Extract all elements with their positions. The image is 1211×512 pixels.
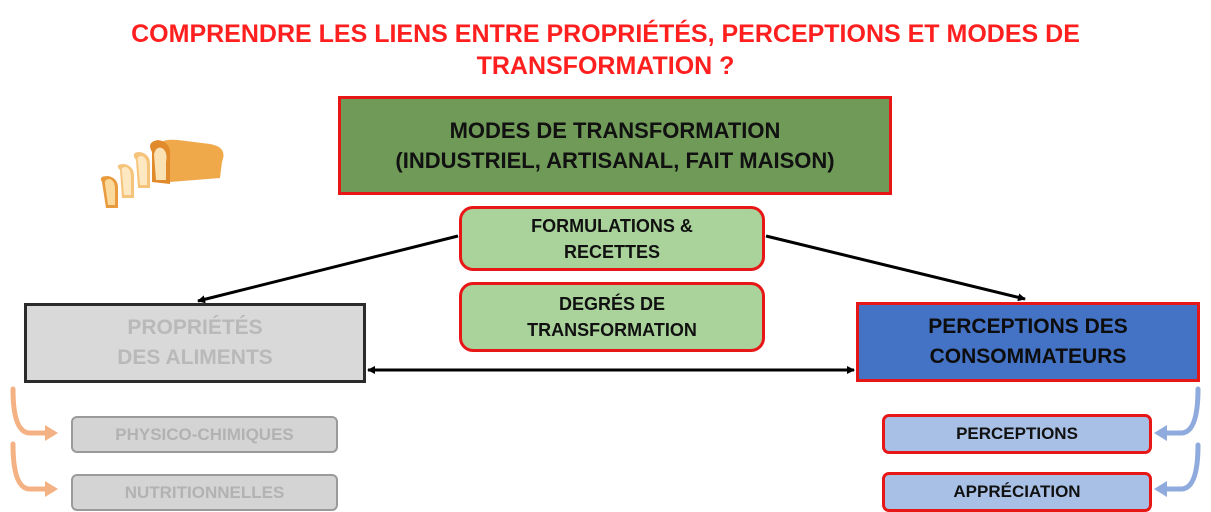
appreciation-label: APPRÉCIATION [953,482,1081,501]
perceptions-label: PERCEPTIONS [956,424,1078,443]
degres-line-2: TRANSFORMATION [527,320,697,340]
modes-de-transformation-box: MODES DE TRANSFORMATION (INDUSTRIEL, ART… [338,96,892,195]
modes-line-2: (INDUSTRIEL, ARTISANAL, FAIT MAISON) [395,147,835,173]
perceptions-des-consommateurs-box: PERCEPTIONS DES CONSOMMATEURS [856,302,1200,382]
physico-chimiques-label: PHYSICO-CHIMIQUES [115,424,294,444]
arrow-modes-to-proprietes [197,234,459,304]
proprietes-line-2: DES ALIMENTS [117,346,273,369]
modes-line-1: MODES DE TRANSFORMATION [449,117,781,143]
degres-de-transformation-box: DEGRÉS DE TRANSFORMATION [459,282,765,352]
perceptions-box: PERCEPTIONS [882,414,1152,454]
appreciation-box: APPRÉCIATION [882,472,1152,512]
proprietes-line-1: PROPRIÉTÉS [127,316,263,339]
formulations-recettes-box: FORMULATIONS & RECETTES [459,206,765,271]
title-line-1: COMPRENDRE LES LIENS ENTRE PROPRIÉTÉS, P… [131,20,1080,48]
formulations-line-1: FORMULATIONS & [531,215,693,236]
nutritionnelles-box: NUTRITIONNELLES [71,474,338,511]
perceptions-conso-line-1: PERCEPTIONS DES [928,315,1128,338]
formulations-line-2: RECETTES [563,241,660,262]
arrow-modes-to-perceptions [765,234,1026,302]
orange-bent-arrow-2 [10,441,58,497]
title-line-2: TRANSFORMATION ? [476,52,735,80]
physico-chimiques-box: PHYSICO-CHIMIQUES [71,416,338,453]
perceptions-conso-line-2: CONSOMMATEURS [929,345,1127,368]
orange-bent-arrow-1 [10,386,58,441]
blue-bent-arrow-2 [1154,442,1201,497]
degres-line-1: DEGRÉS DE [558,294,666,314]
nutritionnelles-label: NUTRITIONNELLES [124,482,285,502]
proprietes-des-aliments-box: PROPRIÉTÉS DES ALIMENTS [24,303,366,383]
blue-bent-arrow-1 [1154,386,1201,441]
diagram-title: COMPRENDRE LES LIENS ENTRE PROPRIÉTÉS, P… [0,18,1211,82]
bread-loaf-icon [100,139,224,208]
